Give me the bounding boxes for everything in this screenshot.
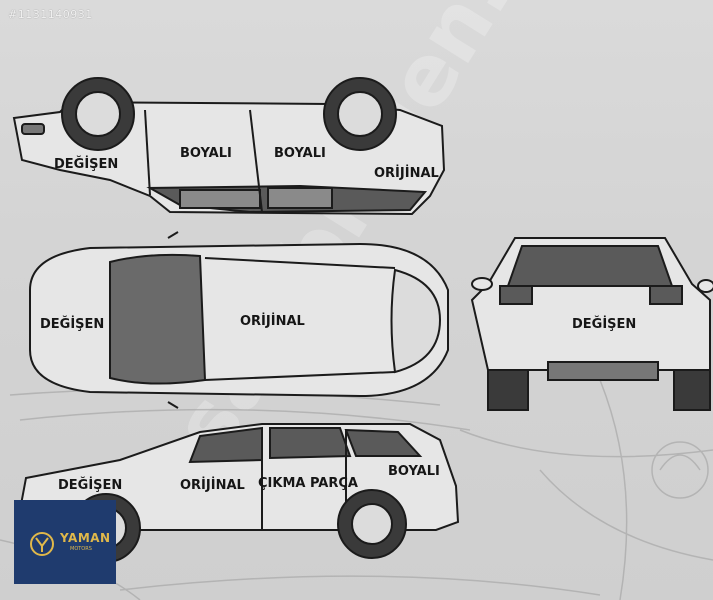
- label-boyali-2: BOYALI: [274, 146, 326, 161]
- dealer-name: YAMAN: [60, 531, 111, 545]
- listing-id: #1131140931: [8, 8, 93, 21]
- dealer-subtitle: MOTORS: [70, 546, 92, 552]
- yaman-emblem-icon: [30, 532, 54, 556]
- dealer-logo: YAMAN MOTORS: [14, 500, 116, 584]
- car-top-view: [29, 231, 449, 409]
- label-boyali-side-bottom: BOYALI: [388, 464, 440, 479]
- label-degisen-side-top: DEĞİŞEN: [54, 156, 118, 172]
- label-orijinal-top: ORİJİNAL: [240, 313, 305, 329]
- label-degisen-side-bottom: DEĞİŞEN: [58, 477, 122, 493]
- label-boyali-1: BOYALI: [180, 146, 232, 161]
- label-degisen-rear: DEĞİŞEN: [572, 316, 636, 332]
- car-rear-view: [470, 237, 713, 411]
- label-orijinal-side-top: ORİJİNAL: [374, 165, 439, 181]
- label-cikma-parca: ÇIKMA PARÇA: [258, 476, 358, 491]
- label-orijinal-side-bottom: ORİJİNAL: [180, 477, 245, 493]
- label-degisen-top: DEĞİŞEN: [40, 316, 104, 332]
- car-side-view-top: [12, 77, 446, 216]
